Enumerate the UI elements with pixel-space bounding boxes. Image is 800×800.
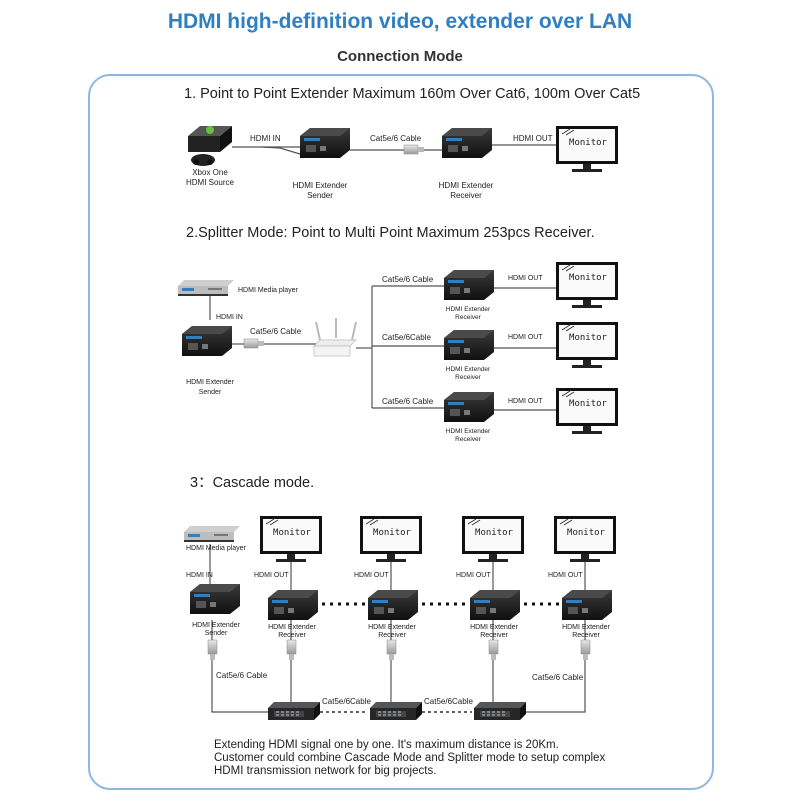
xbox-icon (188, 126, 232, 166)
footer-line1: Extending HDMI signal one by one. It's m… (214, 739, 559, 751)
receiver3-label: HDMI Extender Receiver (470, 624, 518, 639)
receiver1-label: HDMI Extender Receiver (268, 624, 316, 639)
receiver3-hdmi-out-label: HDMI OUT (456, 572, 491, 579)
branch1-cable-label: Cat5e/6 Cable (382, 275, 434, 284)
cable-label: Cat5e/6 Cable (250, 327, 302, 336)
receiver2-label: HDMI Extender Receiver (368, 624, 416, 639)
section2-heading: 2.Splitter Mode: Point to Multi Point Ma… (186, 225, 595, 241)
media-player-icon (184, 526, 240, 542)
receiver2-hdmi-out-label: HDMI OUT (354, 572, 389, 579)
page-title: HDMI high-definition video, extender ove… (167, 10, 633, 33)
footer-line2: Customer could combine Cascade Mode and … (214, 752, 606, 764)
cable-switch1-label: Cat5e/6Cable (322, 697, 371, 706)
sender-device-icon (190, 584, 240, 614)
media-player-label: HDMI Media player (238, 287, 298, 294)
switch-icon (369, 701, 423, 721)
branch2-cable-label: Cat5e/6Cable (382, 333, 431, 342)
branch1-receiver-label: HDMI Extender Receiver (445, 306, 491, 321)
branch3-receiver-label: HDMI Extender Receiver (445, 428, 491, 443)
sender-device-icon (182, 326, 232, 356)
branch2-hdmi-out-label: HDMI OUT (508, 334, 543, 341)
section2-drawing (178, 261, 619, 435)
source-label: Xbox One HDMI Source (185, 168, 234, 187)
hdmi-out-label: HDMI OUT (513, 134, 553, 143)
branch3-monitor-label: Monitor (569, 399, 607, 409)
branch1-hdmi-out-label: HDMI OUT (508, 275, 543, 282)
hdmi-in-label: HDMI IN (250, 134, 281, 143)
media-player-icon (178, 280, 234, 296)
sender-label: HDMI Extender Sender (192, 622, 240, 637)
branch1-monitor-label: Monitor (569, 273, 607, 283)
section3-heading: 3：Cascade mode. (190, 475, 315, 491)
router-icon (313, 318, 357, 357)
section3-drawing (184, 515, 617, 721)
receiver3-monitor-label: Monitor (475, 528, 513, 538)
branch3-hdmi-out-label: HDMI OUT (508, 398, 543, 405)
diagram-frame (88, 74, 714, 790)
footer-line3: HDMI transmission network for big projec… (214, 765, 437, 777)
receiver-label: HDMI Extender Receiver (438, 181, 494, 200)
cable-label: Cat5e/6 Cable (370, 134, 422, 143)
switch-icon (267, 701, 321, 721)
receiver-device-icon (442, 128, 492, 158)
cable-left-label: Cat5e/6 Cable (216, 671, 268, 680)
switch-icon (473, 701, 527, 721)
sender-device-icon (300, 128, 350, 158)
hdmi-in-label: HDMI IN (186, 572, 213, 579)
page-subtitle: Connection Mode (337, 48, 463, 65)
media-player-label: HDMI Media player (186, 545, 246, 552)
receiver4-hdmi-out-label: HDMI OUT (548, 572, 583, 579)
section1-heading: 1. Point to Point Extender Maximum 160m … (184, 86, 641, 102)
section1-drawing (188, 125, 619, 173)
cable-right-label: Cat5e/6 Cable (532, 673, 584, 682)
branch2-monitor-label: Monitor (569, 333, 607, 343)
sender-label: HDMI Extender Sender (186, 379, 234, 396)
branch3-cable-label: Cat5e/6 Cable (382, 397, 434, 406)
receiver4-monitor-label: Monitor (567, 528, 605, 538)
receiver4-label: HDMI Extender Receiver (562, 624, 610, 639)
monitor-icon (555, 125, 619, 173)
receiver1-monitor-label: Monitor (273, 528, 311, 538)
receiver1-hdmi-out-label: HDMI OUT (254, 572, 289, 579)
branch2-receiver-label: HDMI Extender Receiver (445, 366, 491, 381)
receiver2-monitor-label: Monitor (373, 528, 411, 538)
cable-switch2-label: Cat5e/6Cable (424, 697, 473, 706)
sender-label: HDMI Extender Sender (292, 181, 348, 200)
hdmi-in-label: HDMI IN (216, 314, 243, 321)
monitor-label: Monitor (569, 138, 607, 148)
